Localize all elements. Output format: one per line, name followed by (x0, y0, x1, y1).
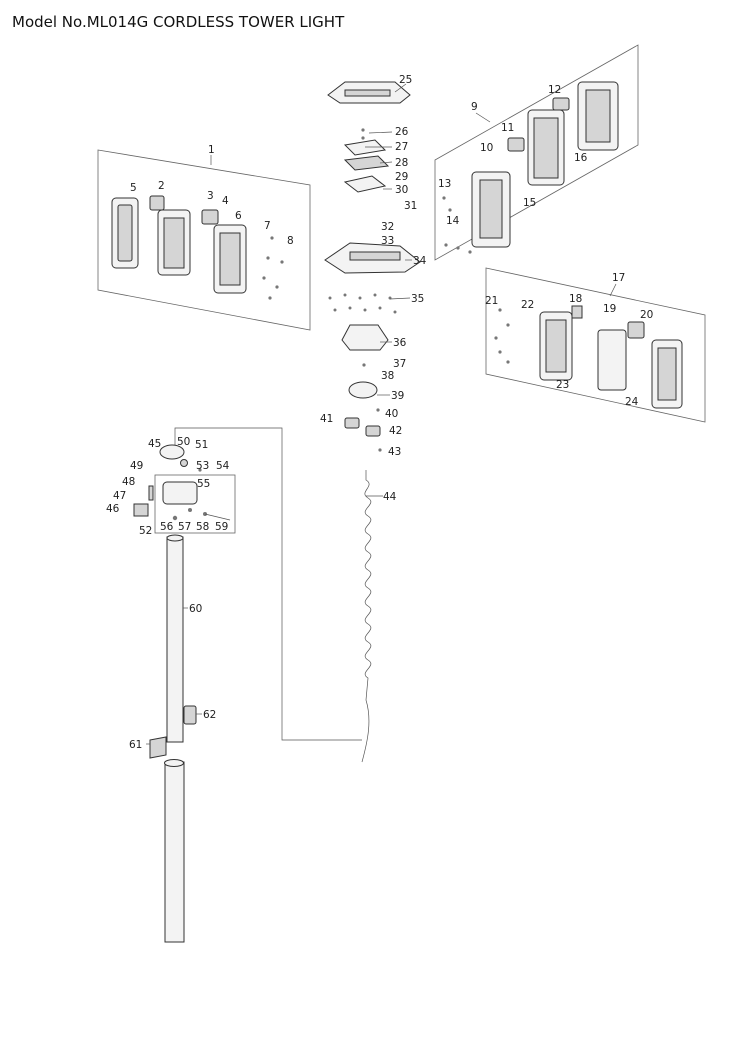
part-20-block (627, 321, 645, 339)
callout-50: 50 (177, 436, 190, 448)
callout-52: 52 (139, 525, 152, 537)
callout-11: 11 (501, 122, 514, 134)
callout-3: 3 (207, 190, 214, 202)
page-title: Model No.ML014G CORDLESS TOWER LIGHT (12, 13, 345, 31)
group-1-frame (97, 149, 311, 331)
callout-30: 30 (395, 184, 408, 196)
part-19-board (597, 329, 627, 391)
callout-15: 15 (523, 197, 536, 209)
callout-39: 39 (391, 390, 404, 402)
group-17-frame (485, 267, 706, 423)
part-36-mount (341, 324, 389, 351)
callout-53: 53 (196, 460, 209, 472)
callout-1: 1 (208, 144, 215, 156)
callout-19: 19 (603, 303, 616, 315)
part-50-washer (180, 459, 188, 467)
callout-46: 46 (106, 503, 120, 515)
part-48-pin (148, 485, 154, 501)
part-41-clamp (344, 417, 360, 429)
group-54-frame (154, 474, 236, 534)
callout-20: 20 (640, 309, 653, 321)
callout-59: 59 (215, 521, 228, 533)
callout-42: 42 (389, 425, 402, 437)
part-3-block (201, 209, 219, 225)
part-27-plate (343, 139, 387, 156)
callout-26: 26 (395, 126, 409, 138)
callout-44: 44 (383, 491, 397, 503)
part-2-clip (149, 195, 165, 211)
part-62-bracket (183, 705, 197, 725)
callout-57: 57 (178, 521, 191, 533)
group-1-screws (262, 236, 284, 300)
callout-18: 18 (569, 293, 582, 305)
callout-2: 2 (158, 180, 165, 192)
callout-5: 5 (130, 182, 137, 194)
callout-37: 37 (393, 358, 406, 370)
callout-35: 35 (411, 293, 424, 305)
part-39-swivel (348, 381, 378, 399)
callout-17: 17 (612, 272, 625, 284)
part-18-switch (571, 305, 583, 319)
cable-route-line (174, 427, 362, 741)
callout-9: 9 (471, 101, 478, 113)
part-44-coiled-cable (361, 470, 372, 763)
part-30-bracket (343, 175, 387, 193)
callout-33: 33 (381, 235, 394, 247)
callout-58: 58 (196, 521, 209, 533)
callout-28: 28 (395, 157, 408, 169)
callout-21: 21 (485, 295, 498, 307)
lower-pole (164, 761, 185, 943)
callout-25: 25 (399, 74, 412, 86)
group-9-frame (434, 44, 639, 261)
part-55-head (162, 481, 198, 505)
callout-32: 32 (381, 221, 394, 233)
callout-48: 48 (122, 476, 135, 488)
callout-23: 23 (556, 379, 569, 391)
callout-6: 6 (235, 210, 242, 222)
callout-13: 13 (438, 178, 451, 190)
callout-41: 41 (320, 413, 333, 425)
callout-62: 62 (203, 709, 216, 721)
callout-43: 43 (388, 446, 401, 458)
callout-55: 55 (197, 478, 210, 490)
callout-22: 22 (521, 299, 534, 311)
callout-4: 4 (222, 195, 229, 207)
callout-34: 34 (413, 255, 427, 267)
callout-47: 47 (113, 490, 126, 502)
callout-12: 12 (548, 84, 561, 96)
callout-31: 31 (404, 200, 417, 212)
part-61-collar (149, 736, 167, 759)
part-60-upper-pole (166, 536, 184, 743)
part-46-bracket (133, 503, 149, 517)
callout-38: 38 (381, 370, 394, 382)
part-10-block (507, 137, 525, 152)
callout-14: 14 (446, 215, 460, 227)
callout-51: 51 (195, 439, 208, 451)
callout-40: 40 (385, 408, 398, 420)
callout-7: 7 (264, 220, 271, 232)
part-42-clamp (365, 425, 381, 437)
callout-8: 8 (287, 235, 294, 247)
callout-61: 61 (129, 739, 142, 751)
callout-36: 36 (393, 337, 407, 349)
callout-24: 24 (625, 396, 639, 408)
callout-45: 45 (148, 438, 161, 450)
part-28-gasket (343, 155, 390, 171)
group-9-screws (442, 196, 472, 254)
callout-56: 56 (160, 521, 174, 533)
callout-54: 54 (216, 460, 230, 472)
callout-10: 10 (480, 142, 493, 154)
part-45-cap (159, 444, 185, 460)
part-35-screws (328, 293, 397, 314)
callout-60: 60 (189, 603, 202, 615)
callout-29: 29 (395, 171, 408, 183)
group-17-screws (494, 308, 510, 364)
callout-27: 27 (395, 141, 408, 153)
callout-49: 49 (130, 460, 143, 472)
callout-16: 16 (574, 152, 588, 164)
part-12-clip (552, 97, 570, 111)
